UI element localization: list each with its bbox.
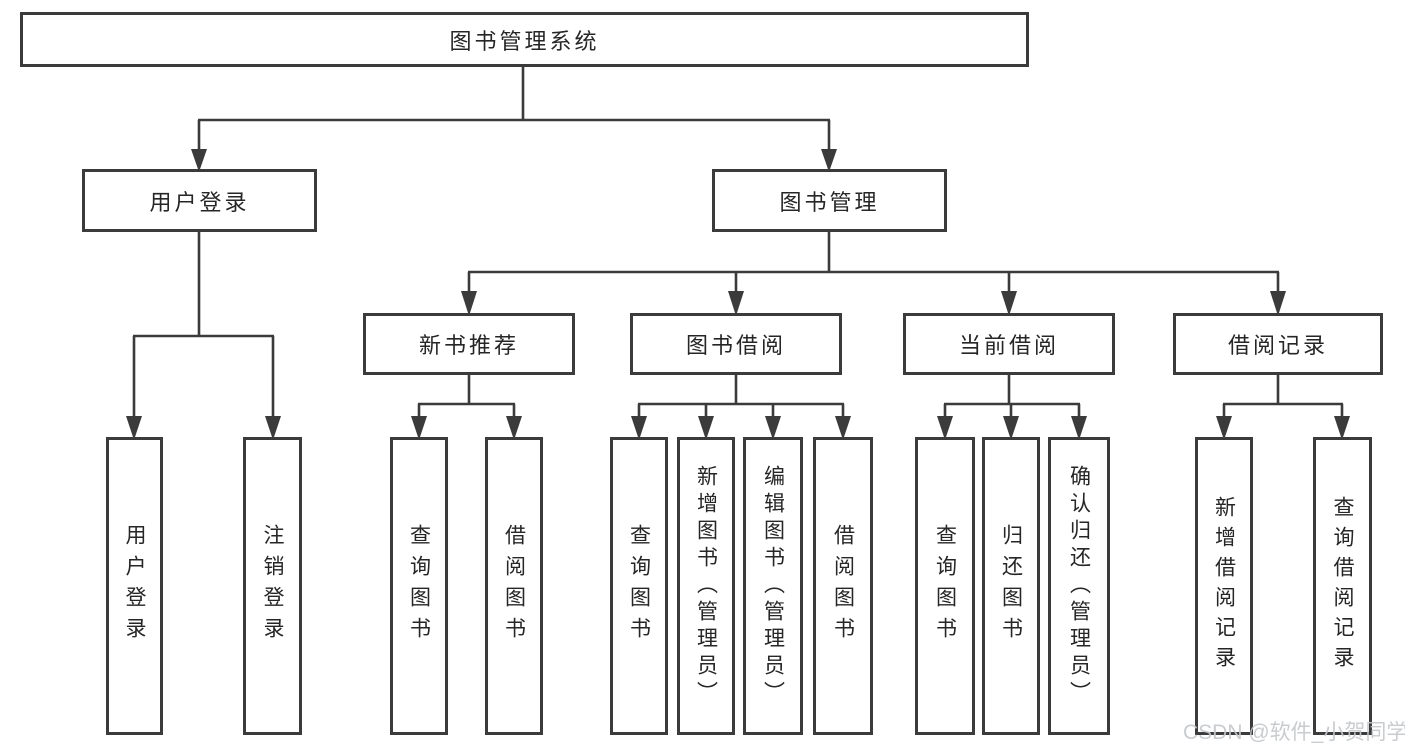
leaf-user-login: 用户登录 — [106, 437, 163, 735]
connector-book-borrow-children — [631, 375, 851, 440]
node-current-borrow: 当前借阅 — [903, 313, 1115, 375]
leaf-cb-query-books: 查询图书 — [915, 437, 975, 735]
leaf-nbr-query-books: 查询图书 — [390, 437, 448, 735]
leaf-bb-borrow-books: 借阅图书 — [813, 437, 873, 735]
leaf-br-query-record: 查询借阅记录 — [1313, 437, 1372, 735]
node-book-borrow: 图书借阅 — [630, 313, 842, 375]
connector-root-to-level2 — [191, 67, 837, 172]
leaf-nbr-borrow-books: 借阅图书 — [485, 437, 543, 735]
connector-user-login-children — [126, 232, 281, 440]
leaf-cb-confirm-return-admin: 确认归还（管理员） — [1048, 437, 1110, 735]
leaf-logout: 注销登录 — [243, 437, 302, 735]
node-root-system: 图书管理系统 — [20, 12, 1029, 67]
connector-borrow-records-children — [1216, 375, 1350, 440]
leaf-cb-return-books: 归还图书 — [982, 437, 1040, 735]
node-new-book-recommend: 新书推荐 — [363, 313, 575, 375]
node-borrow-records: 借阅记录 — [1173, 313, 1383, 375]
connector-current-borrow-children — [937, 375, 1087, 440]
connector-book-mgmt-children — [461, 232, 1286, 316]
leaf-br-add-record: 新增借阅记录 — [1195, 437, 1253, 735]
leaf-bb-query-books: 查询图书 — [610, 437, 668, 735]
leaf-bb-add-books-admin: 新增图书（管理员） — [677, 437, 735, 735]
connector-new-book-rec-children — [411, 375, 522, 440]
leaf-bb-edit-books-admin: 编辑图书（管理员） — [743, 437, 803, 735]
node-user-login: 用户登录 — [82, 169, 317, 232]
csdn-watermark: CSDN @软件_小贺同学 — [1183, 721, 1405, 744]
node-book-management: 图书管理 — [712, 169, 947, 232]
